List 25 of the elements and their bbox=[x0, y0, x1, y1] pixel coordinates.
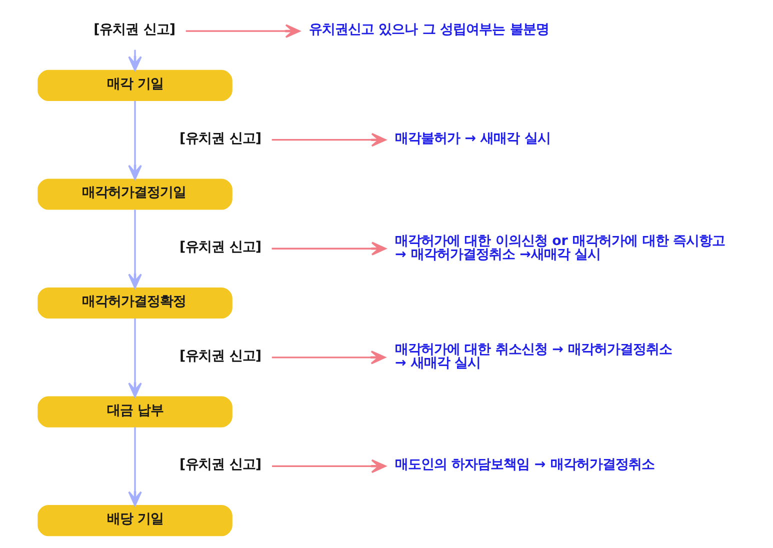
node-text: 매각허가에 대한 이의신청 or 매각허가에 대한 즉시항고 → 매각허가결정취소 →새매각 실시 bbox=[394, 234, 725, 262]
arrow bbox=[271, 242, 386, 256]
node-text: [유치권 신고] bbox=[93, 22, 176, 38]
arrow bbox=[271, 132, 386, 147]
node-text: 매각허가에 대한 취소신청 → 매각허가결정취소 → 새매각 실시 bbox=[394, 342, 672, 372]
arrow bbox=[271, 350, 386, 364]
node-box: 매각허가결정기일 bbox=[37, 178, 232, 210]
node-text: [유치권 신고] bbox=[179, 240, 262, 256]
arrow bbox=[272, 459, 386, 474]
node-box: 대금 납부 bbox=[37, 396, 232, 428]
node-text: [유치권 신고] bbox=[179, 458, 262, 473]
node-box: 매각 기일 bbox=[37, 70, 232, 101]
arrow bbox=[128, 427, 142, 506]
node-text: 매각불허가 → 새매각 실시 bbox=[394, 131, 550, 146]
arrow bbox=[128, 100, 142, 180]
arrow bbox=[128, 318, 142, 398]
node-box: 매각허가결정확정 bbox=[37, 287, 232, 319]
node-text: [유치권 신고] bbox=[179, 348, 262, 364]
arrow bbox=[128, 50, 142, 72]
arrow bbox=[185, 24, 300, 38]
node-box: 배당 기일 bbox=[37, 505, 232, 536]
arrow bbox=[128, 210, 142, 289]
node-text: 유치권신고 있으나 그 성립여부는 불분명 bbox=[308, 22, 548, 38]
node-text: [유치권 신고] bbox=[179, 131, 262, 146]
node-text: 매도인의 하자담보책임 → 매각허가결정취소 bbox=[394, 458, 654, 473]
